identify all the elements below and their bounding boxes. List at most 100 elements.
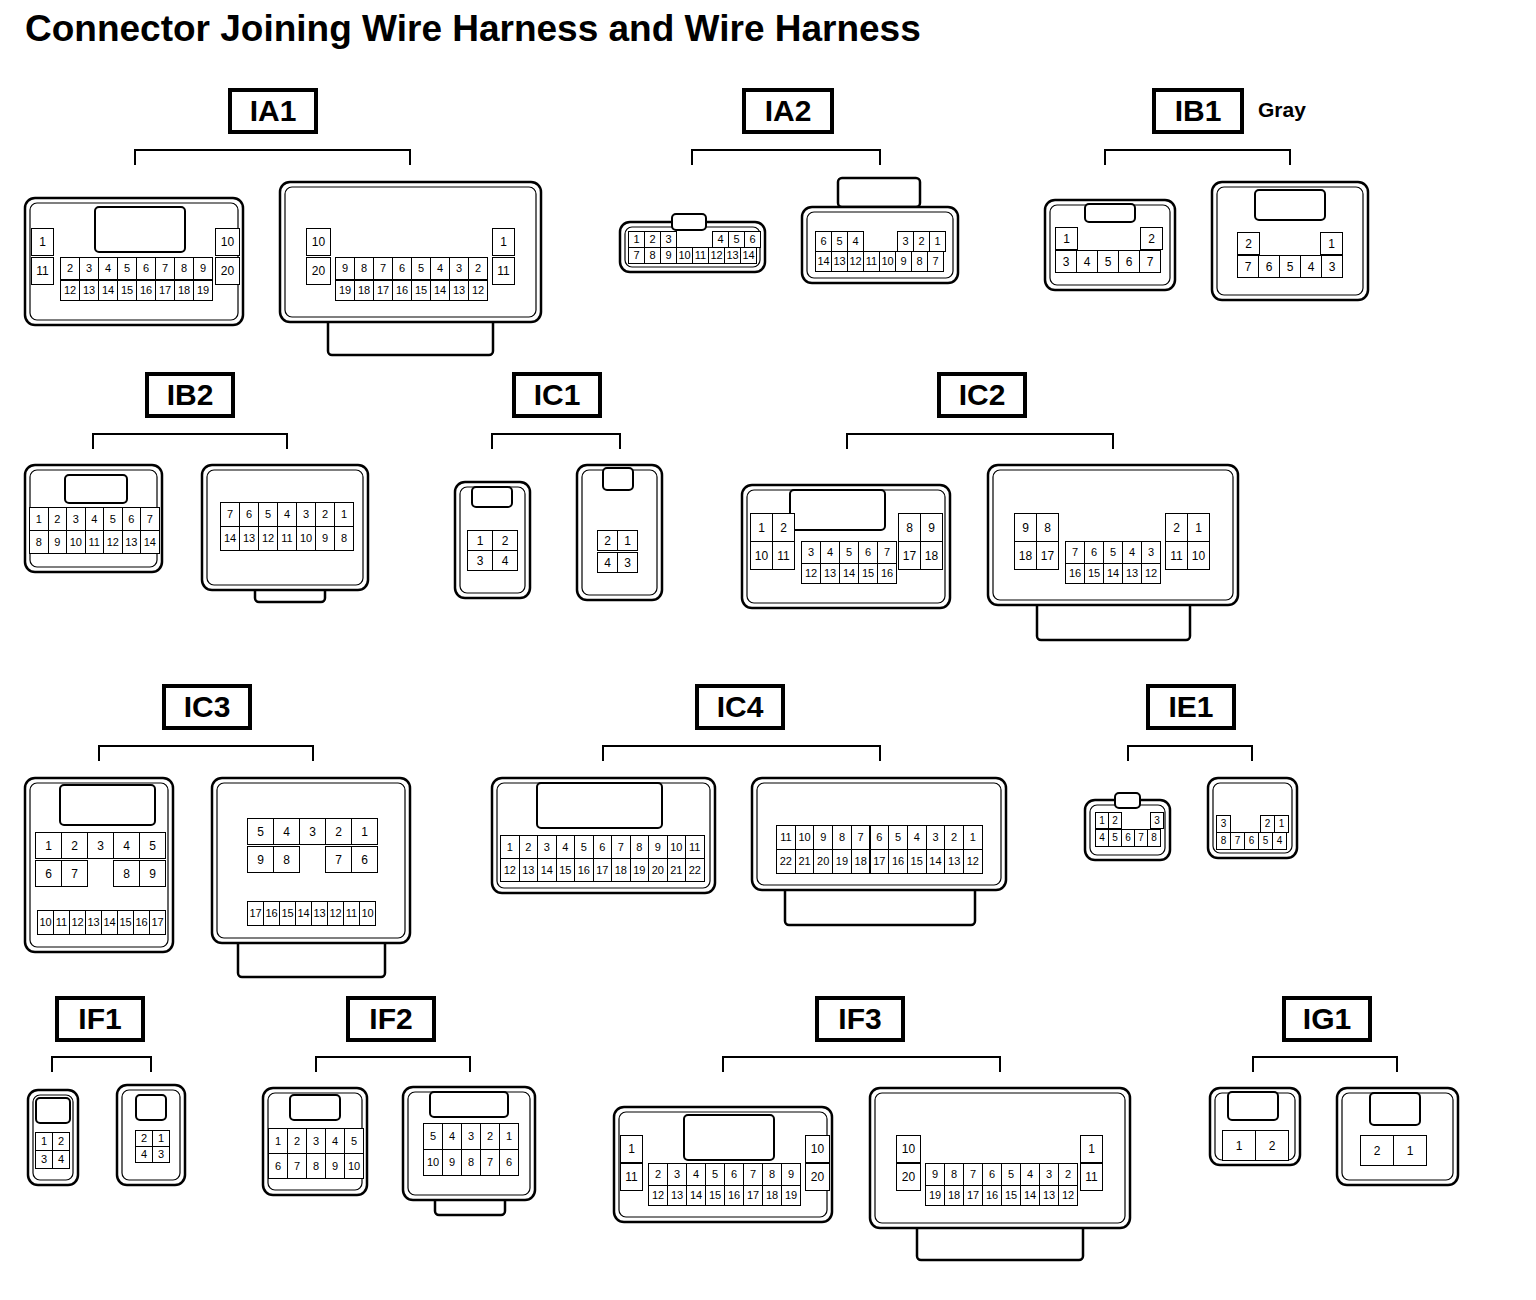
pin-number: 18 xyxy=(948,1190,960,1201)
pin-number: 9 xyxy=(900,256,906,267)
pin-cell: 1 xyxy=(467,530,493,551)
pin-number: 14 xyxy=(103,917,115,928)
pin-cell: 18 xyxy=(174,280,194,301)
pin-cell: 6 xyxy=(858,541,878,564)
pin-number: 12 xyxy=(849,256,861,267)
pin-number: 3 xyxy=(313,1136,319,1147)
pin-number: 5 xyxy=(1110,547,1116,558)
connector-inner-wall xyxy=(30,470,157,567)
pin-number: 12 xyxy=(967,856,979,867)
pin-cell: 1 xyxy=(1222,1130,1256,1161)
pin-number: 1 xyxy=(758,522,765,534)
bracket-line xyxy=(52,1057,151,1072)
pin-cell: 7 xyxy=(1065,541,1085,564)
pin-number: 18 xyxy=(178,285,190,296)
pin-number: 17 xyxy=(873,856,885,867)
pin-cell: 21 xyxy=(795,849,815,874)
pin-cell: 9 xyxy=(925,1163,945,1186)
pin-cell: 18 xyxy=(354,280,374,301)
pin-cell: 8 xyxy=(1036,513,1059,542)
connector-code: IA2 xyxy=(765,94,812,128)
pin-cell: 4 xyxy=(273,818,300,845)
pin-cell: 19 xyxy=(925,1185,945,1206)
pin-number: 13 xyxy=(243,533,255,544)
connector-inner-wall xyxy=(1342,1093,1453,1180)
pin-cell: 22 xyxy=(685,858,705,882)
pin-cell: 10 xyxy=(795,825,815,850)
pin-number: 2 xyxy=(1265,819,1271,829)
pin-number: 20 xyxy=(312,265,325,277)
pin-number: 6 xyxy=(749,234,755,245)
pin-number: 15 xyxy=(911,856,923,867)
pin-number: 2 xyxy=(1065,1169,1071,1180)
pin-number: 9 xyxy=(449,1157,455,1168)
connector-code-box: IC1 xyxy=(512,372,602,418)
pin-number: 18 xyxy=(358,285,370,296)
pin-cell: 12 xyxy=(69,910,86,935)
connector-latch xyxy=(1085,204,1135,222)
pin-cell: 8 xyxy=(644,247,661,264)
pin-cell: 10 xyxy=(667,835,687,859)
pin-cell: 8 xyxy=(29,530,49,554)
pin-number: 8 xyxy=(906,522,913,534)
pin-cell: 2 xyxy=(325,818,352,845)
pin-cell: 1 xyxy=(29,507,49,531)
connector-code: IF1 xyxy=(78,1002,121,1036)
pin-cell: 10 xyxy=(879,251,896,272)
pin-number: 12 xyxy=(64,285,76,296)
pin-number: 8 xyxy=(468,1157,474,1168)
pin-cell: 11 xyxy=(85,530,105,554)
pin-cell: 12 xyxy=(963,849,983,874)
pin-cell: 15 xyxy=(117,280,137,301)
pin-number: 4 xyxy=(284,509,290,520)
pin-number: 4 xyxy=(1027,1169,1033,1180)
pin-number: 13 xyxy=(313,908,325,919)
pin-number: 10 xyxy=(755,550,768,562)
bracket-line xyxy=(692,150,880,165)
pin-number: 17 xyxy=(747,1190,759,1201)
connector-latch xyxy=(1370,1093,1420,1125)
connector-code: IB2 xyxy=(167,378,214,412)
pin-number: 8 xyxy=(1221,836,1227,846)
pin-cell: 1 xyxy=(35,832,62,859)
connector-code: IC4 xyxy=(717,690,764,724)
pin-number: 11 xyxy=(866,256,877,267)
pin-cell: 20 xyxy=(896,1163,921,1191)
pin-cell: 3 xyxy=(79,257,99,280)
connector-tab xyxy=(785,886,975,925)
pin-cell: 4 xyxy=(847,231,864,252)
pin-cell: 13 xyxy=(724,247,741,264)
pin-number: 19 xyxy=(785,1190,797,1201)
pin-number: 7 xyxy=(884,547,890,558)
pin-cell: 2 xyxy=(772,513,795,542)
connector-code-box: IB1 xyxy=(1152,88,1244,134)
pin-cell: 9 xyxy=(48,530,68,554)
pin-number: 10 xyxy=(881,256,893,267)
bracket-line xyxy=(603,746,880,761)
pin-number: 10 xyxy=(361,908,373,919)
pin-number: 3 xyxy=(158,1149,164,1160)
pin-cell: 12 xyxy=(500,858,520,882)
pin-number: 2 xyxy=(487,1131,493,1142)
pin-cell: 6 xyxy=(392,257,412,280)
pin-cell: 9 xyxy=(895,251,912,272)
pin-number: 2 xyxy=(141,1133,147,1144)
pin-number: 9 xyxy=(342,263,348,274)
pin-number: 4 xyxy=(1129,547,1135,558)
pin-number: 3 xyxy=(1221,819,1227,829)
connector-code-box: IA2 xyxy=(742,88,834,134)
pin-number: 12 xyxy=(107,537,119,548)
pin-number: 6 xyxy=(275,1161,281,1172)
pin-cell: 3 xyxy=(1055,250,1077,273)
pin-cell: 6 xyxy=(35,860,62,887)
pin-cell: 10 xyxy=(805,1135,830,1163)
pin-cell: 19 xyxy=(630,858,650,882)
pin-number: 1 xyxy=(633,234,639,245)
connector-code-box: IF3 xyxy=(815,996,905,1042)
pin-number: 10 xyxy=(678,250,690,261)
pin-number: 2 xyxy=(475,263,481,274)
pin-number: 5 xyxy=(1008,1169,1014,1180)
pin-cell: 10 xyxy=(676,247,693,264)
pin-cell: 8 xyxy=(630,835,650,859)
pin-cell: 9 xyxy=(442,1149,462,1176)
